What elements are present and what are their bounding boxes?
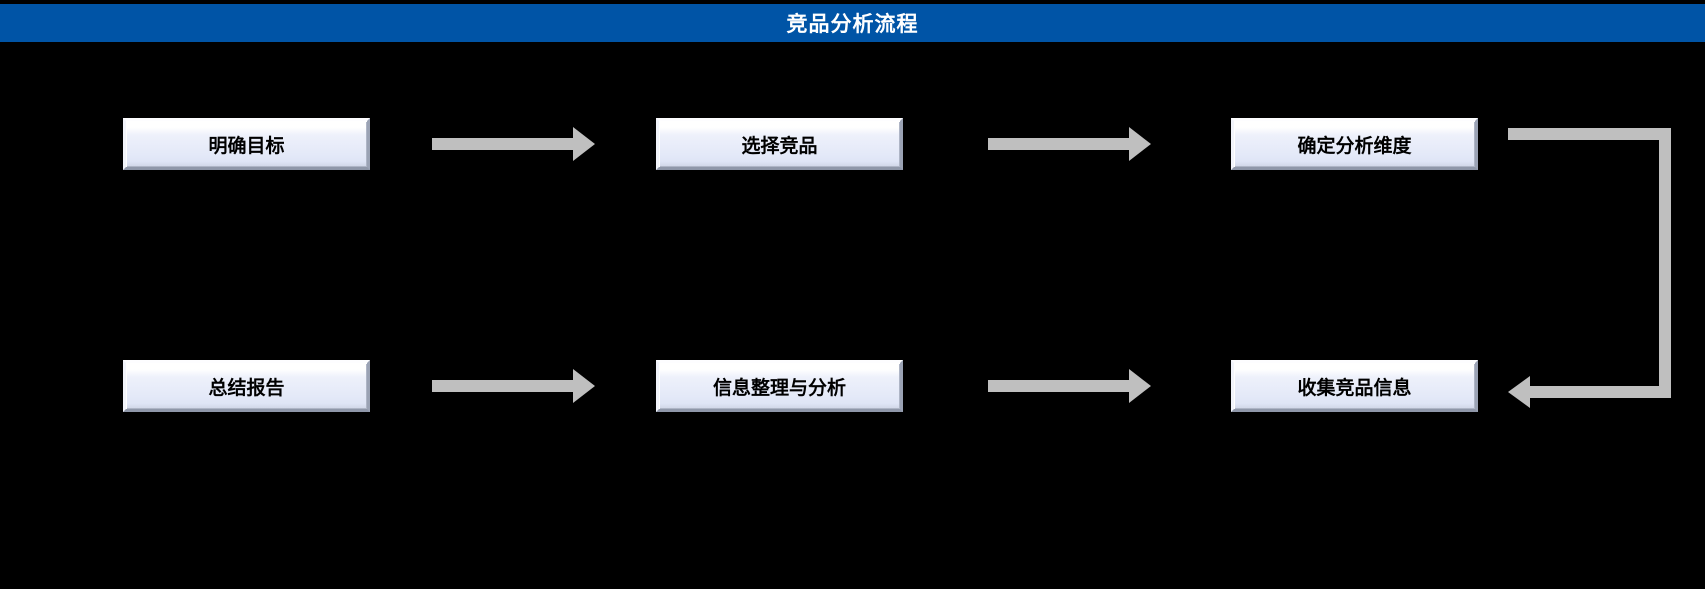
- node-define-dimension[interactable]: 确定分析维度: [1231, 118, 1478, 170]
- node-label: 选择竞品: [741, 135, 818, 157]
- node-collect-info[interactable]: 收集竞品信息: [1231, 360, 1478, 412]
- loop-segment-vertical: [1659, 128, 1671, 398]
- loop-segment-bottom: [1530, 386, 1671, 398]
- arrow-shaft: [432, 380, 573, 392]
- arrow-analysis-to-collect: [988, 369, 1151, 403]
- node-select-competitor[interactable]: 选择竞品: [656, 118, 903, 170]
- loop-arrow-head: [1508, 376, 1530, 408]
- node-define-goal[interactable]: 明确目标: [123, 118, 370, 170]
- title-bar: 竞品分析流程: [0, 4, 1705, 42]
- loop-segment-top: [1508, 128, 1671, 140]
- arrow-goal-to-select: [432, 127, 595, 161]
- node-label: 信息整理与分析: [712, 377, 846, 399]
- node-label: 总结报告: [208, 377, 285, 399]
- node-summary-report[interactable]: 总结报告: [123, 360, 370, 412]
- arrow-report-to-analysis: [432, 369, 595, 403]
- node-label: 明确目标: [208, 135, 285, 157]
- arrow-head: [573, 369, 595, 403]
- arrow-head: [573, 127, 595, 161]
- arrow-head: [1129, 369, 1151, 403]
- page-title: 竞品分析流程: [786, 13, 919, 36]
- arrow-shaft: [432, 138, 573, 150]
- loop-connector-dimension-to-collect: [1508, 128, 1693, 413]
- arrow-shaft: [988, 138, 1129, 150]
- arrow-select-to-dimension: [988, 127, 1151, 161]
- node-label: 确定分析维度: [1297, 135, 1412, 157]
- node-label: 收集竞品信息: [1297, 377, 1412, 399]
- node-info-analysis[interactable]: 信息整理与分析: [656, 360, 903, 412]
- arrow-shaft: [988, 380, 1129, 392]
- arrow-head: [1129, 127, 1151, 161]
